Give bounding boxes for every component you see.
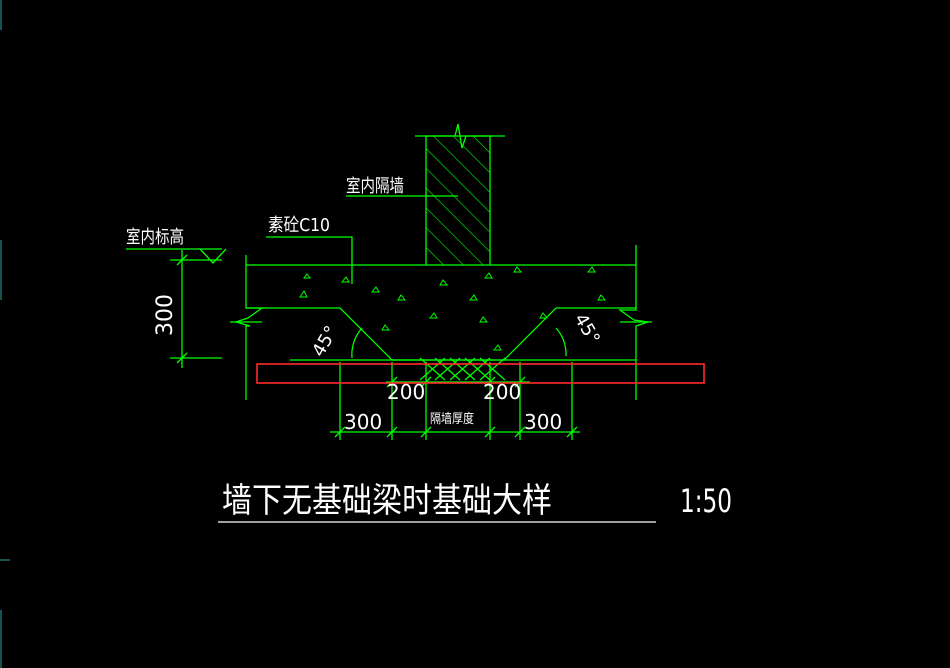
dim-text-300-right: 300 <box>524 410 562 434</box>
drawing-scale: 1:50 <box>680 482 732 520</box>
dimension-vertical-300 <box>170 250 222 368</box>
dim-text-200-left: 200 <box>387 380 425 404</box>
label-plain-concrete: 素砼C10 <box>268 215 330 236</box>
dimension-extension-lines <box>339 362 573 440</box>
partition-wall-hatch <box>426 136 490 265</box>
concrete-aggregate <box>299 266 607 351</box>
angle-arc-right <box>555 327 567 357</box>
dim-text-height-300: 300 <box>153 294 178 336</box>
dim-text-300-left: 300 <box>344 410 382 434</box>
wall-base-crosshatch <box>419 357 506 381</box>
label-indoor-elevation: 室内标高 <box>126 227 184 248</box>
highlight-box <box>256 363 705 384</box>
leader-plain-concrete <box>266 236 353 284</box>
angle-arc-left <box>351 327 363 359</box>
label-wall-thickness: 隔墙厚度 <box>430 411 474 427</box>
foundation-geometry <box>126 123 652 440</box>
dim-text-200-right: 200 <box>483 380 521 404</box>
elevation-marker <box>199 248 227 264</box>
right-edge-break <box>617 265 649 400</box>
dimension-line-200 <box>386 376 530 388</box>
viewport-edge-marks <box>0 0 10 668</box>
drawing-title: 墙下无基础梁时基础大样 <box>222 481 552 521</box>
label-partition-wall: 室内隔墙 <box>346 176 404 197</box>
dimension-line-300 <box>330 426 580 438</box>
